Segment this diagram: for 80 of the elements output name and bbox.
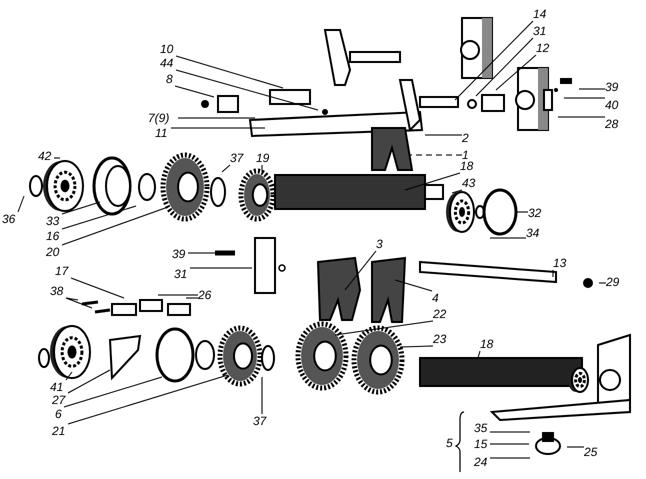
callout-number: 37 <box>253 414 266 428</box>
leader-line <box>452 190 462 194</box>
leader-line <box>62 206 136 230</box>
leader-line <box>476 38 534 96</box>
callout-number: 41 <box>50 380 64 394</box>
callout-number: 6 <box>55 407 62 421</box>
callout-number: 37 <box>230 151 244 165</box>
callout-number: 39 <box>172 247 186 261</box>
callout-number: 40 <box>605 98 618 112</box>
leader-line <box>578 88 606 90</box>
callout-number: 4 <box>432 291 439 305</box>
callout-number: 35 <box>474 421 488 435</box>
callout-number: 19 <box>256 151 270 165</box>
callout-number: 11 <box>155 126 168 140</box>
callout-number: 26 <box>198 288 212 302</box>
leader-line <box>404 172 460 190</box>
leader-line <box>598 282 606 284</box>
callout-number: 31 <box>533 24 546 38</box>
callout-number: 21 <box>52 424 66 438</box>
callout-number: 3 <box>376 237 383 251</box>
callout-number: 29 <box>606 275 620 289</box>
leader-line <box>68 370 110 394</box>
callout-number: 38 <box>50 284 64 298</box>
leader-line <box>344 250 376 290</box>
leader-line <box>400 346 434 348</box>
callout-number: 42 <box>38 149 52 163</box>
callout-number: 1 <box>462 148 469 162</box>
callout-number: 16 <box>46 229 60 243</box>
leader-line <box>176 70 318 110</box>
callout-number: 33 <box>46 214 60 228</box>
leader-line <box>424 134 462 136</box>
leader-line <box>62 206 168 246</box>
callout-number: 22 <box>433 307 446 321</box>
leader-line <box>64 376 162 408</box>
callout-number: 43 <box>462 176 476 190</box>
group-number: 5 <box>446 436 453 450</box>
leader-line <box>62 202 100 214</box>
leader-line <box>66 298 78 300</box>
callout-number: 32 <box>528 206 542 220</box>
callout-number: 44 <box>160 56 174 70</box>
leader-line <box>222 164 230 172</box>
leader-line <box>552 270 554 278</box>
callout-number: 12 <box>536 41 550 55</box>
leader-line <box>478 350 480 358</box>
callout-number: 10 <box>160 42 174 56</box>
callout-number: 8 <box>166 72 173 86</box>
leader-line <box>496 54 536 90</box>
callout-number: 25 <box>584 445 598 459</box>
callout-number: 2 <box>462 131 469 145</box>
leader-line <box>158 294 198 296</box>
callout-number: 13 <box>553 256 566 270</box>
callout-number: 20 <box>46 245 60 259</box>
leader-line <box>68 374 228 424</box>
leader-line <box>558 116 606 118</box>
leader-line <box>174 86 214 98</box>
callout-number: 18 <box>480 337 494 351</box>
callout-number: 23 <box>433 332 446 346</box>
callout-number: 24 <box>474 455 488 469</box>
callout-number: 18 <box>460 159 474 173</box>
callout-number: 31 <box>174 267 188 281</box>
callout-number: 36 <box>2 212 16 226</box>
callout-number: 7(9) <box>148 111 170 125</box>
leader-line <box>188 252 216 254</box>
callout-number: 15 <box>474 437 488 451</box>
leader-line <box>176 56 284 88</box>
callout-number: 34 <box>526 226 540 240</box>
leader-line <box>566 446 584 448</box>
leader-line <box>410 154 462 156</box>
leader-line <box>18 196 24 212</box>
leader-line <box>394 280 432 292</box>
callout-number: 39 <box>605 80 618 94</box>
callout-number: 14 <box>533 7 546 21</box>
leader-line <box>454 20 534 100</box>
leader-line <box>70 278 124 298</box>
callout-number: 27 <box>52 393 66 407</box>
callout-number: 28 <box>605 117 618 131</box>
leader-line <box>334 320 434 336</box>
leader-line <box>66 298 92 308</box>
leader-line <box>66 372 72 380</box>
callout-number: 17 <box>55 264 68 278</box>
